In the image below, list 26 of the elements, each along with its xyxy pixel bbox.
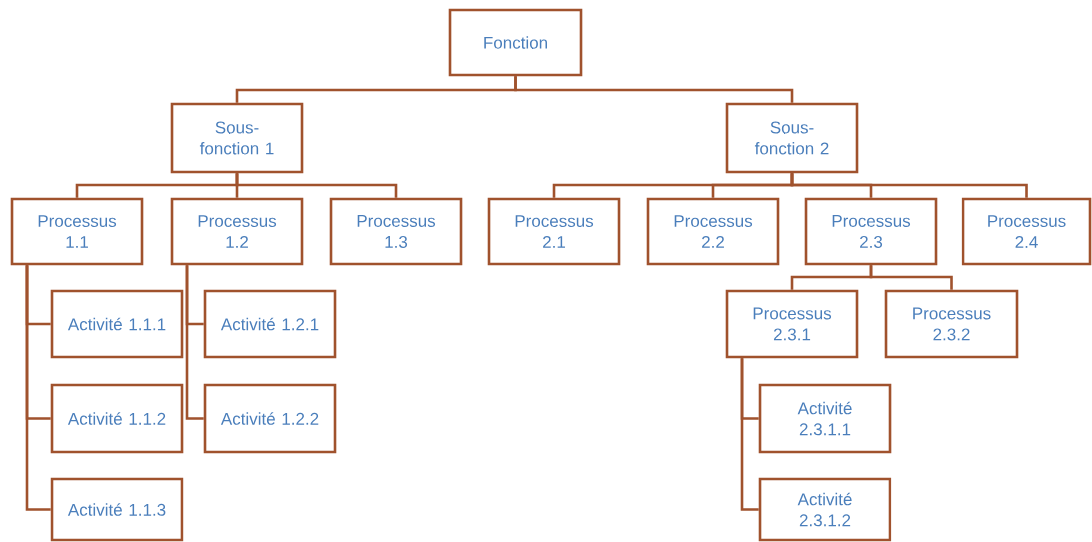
connector-line [740,358,759,511]
connector-line [235,173,398,198]
process-box: Processus 2.4 [961,197,1092,266]
process-box: Activité 2.3.1.1 [758,383,892,454]
connector-line [514,76,794,103]
process-box: Activité 1.2.1 [203,289,337,359]
process-box: Processus 2.3.1 [725,289,859,359]
connector-line [25,265,51,511]
process-box: Sous-fonction 1 [170,102,304,174]
process-box: Fonction [448,8,583,77]
process-box: Activité 1.2.2 [203,383,337,454]
process-box: Processus 1.3 [329,197,463,266]
process-box: Activité 1.1.1 [50,289,184,359]
process-box: Processus 2.2 [646,197,780,266]
connector-line [185,265,204,420]
process-box: Activité 2.3.1.2 [758,477,892,542]
process-box: Processus 1.1 [10,197,144,266]
connector-line [790,173,1028,198]
process-box: Processus 2.3 [804,197,938,266]
process-box: Sous-fonction 2 [725,102,859,174]
process-box: Processus 2.3.2 [884,289,1019,359]
process-box: Processus 2.1 [487,197,621,266]
connector-line [869,265,953,290]
process-box: Processus 1.2 [170,197,304,266]
process-box: Activité 1.1.2 [50,383,184,454]
process-box: Activité 1.1.3 [50,477,184,542]
